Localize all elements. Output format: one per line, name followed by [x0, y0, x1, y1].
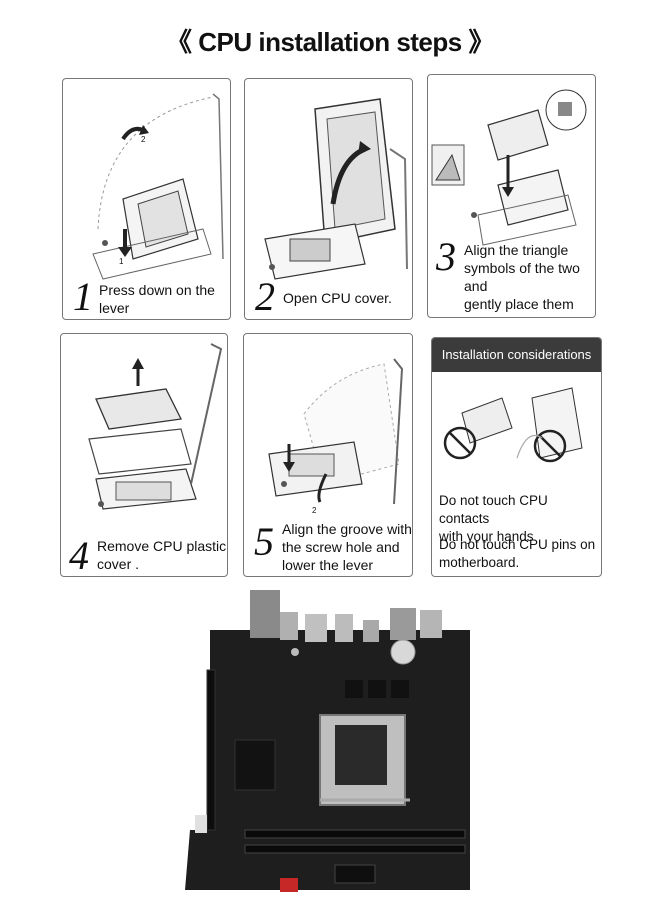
step-1-panel: 2 1 1 Press down on the lever and lift i… — [62, 78, 231, 320]
step-3-panel: 3 Align the triangle symbols of the two … — [427, 74, 596, 318]
step-4-panel: 4 Remove CPU plastic cover . — [60, 333, 228, 577]
consideration-note-1: Do not touch CPU contacts with your hand… — [439, 493, 548, 544]
do-not-touch-illustration — [443, 387, 583, 463]
step-5-number: 5 — [254, 519, 274, 564]
step-2-panel: 2 Open CPU cover. — [244, 78, 413, 320]
lower-lever-illustration — [268, 358, 404, 505]
considerations-panel: Installation considerations Do not touch… — [431, 337, 602, 577]
step-2-text: Open CPU cover. — [283, 290, 392, 306]
step-5-text: Align the groove with the screw hole and… — [282, 521, 412, 573]
arrow-label-2: 2 — [141, 135, 146, 144]
step-1-number: 1 — [73, 274, 93, 319]
considerations-header: Installation considerations — [432, 338, 601, 372]
lever-illustration — [92, 93, 224, 280]
arrow-label-1: 1 — [119, 257, 124, 266]
step-1-text: Press down on the lever and lift it. — [99, 282, 215, 319]
remove-cover-illustration — [88, 343, 223, 510]
arrow-label-2b: 2 — [312, 506, 317, 515]
consideration-note-2: Do not touch CPU pins on motherboard. — [439, 537, 596, 570]
motherboard-image — [185, 590, 470, 892]
align-illustration — [431, 89, 587, 246]
step-3-text: Align the triangle symbols of the two an… — [464, 242, 580, 317]
step-5-panel: 2 5 Align the groove with the screw hole… — [243, 333, 413, 577]
page-title: 《 CPU installation steps 》 — [166, 27, 494, 57]
step-3-number: 3 — [436, 234, 456, 279]
step-2-number: 2 — [255, 274, 275, 319]
step-4-text: Remove CPU plastic cover . — [97, 538, 227, 572]
cover-illustration — [264, 98, 408, 280]
step-4-number: 4 — [69, 533, 89, 577]
